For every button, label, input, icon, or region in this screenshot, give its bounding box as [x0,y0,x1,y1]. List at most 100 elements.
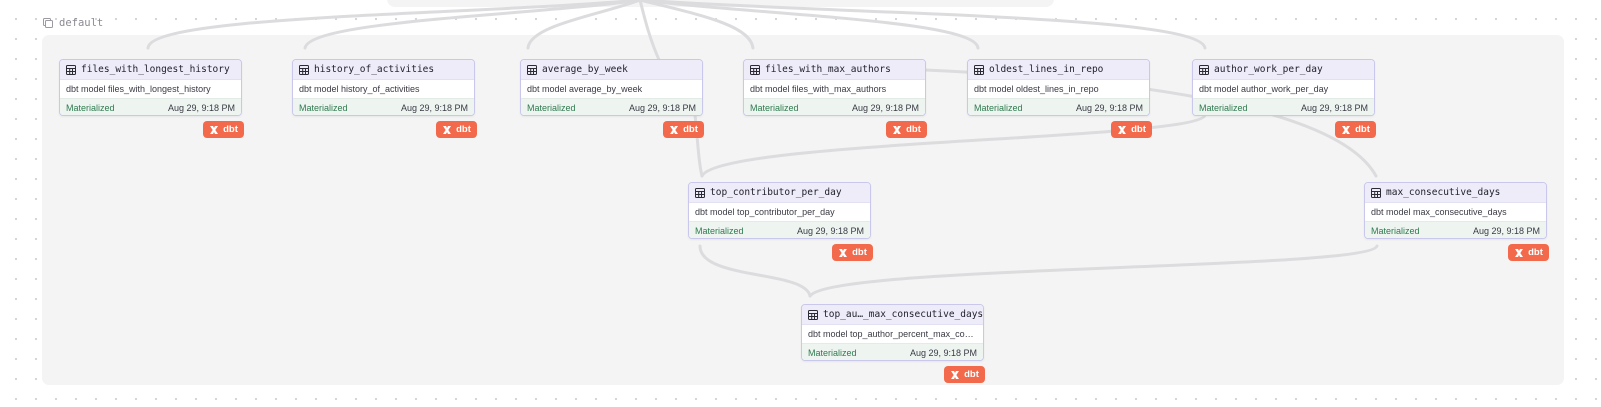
table-icon [808,309,818,320]
asset-node-description: dbt model average_by_week [527,84,643,94]
dbt-logo-icon [892,125,902,135]
asset-node-footer: Materialized Aug 29, 9:18 PM [1365,221,1546,238]
asset-node-description: dbt model files_with_max_authors [750,84,887,94]
dbt-kind-badge: dbt [832,244,873,261]
dbt-badge-label: dbt [1131,124,1146,135]
group-name: default [59,17,104,29]
materialization-status: Materialized [1199,103,1248,113]
asset-node-title: top_contributor_per_day [710,187,842,198]
asset-node-description: dbt model oldest_lines_in_repo [974,84,1099,94]
asset-node-title: history_of_activities [314,64,435,75]
dbt-badge-label: dbt [683,124,698,135]
table-icon [1371,187,1381,198]
dbt-kind-badge: dbt [1111,121,1152,138]
materialization-time: Aug 29, 9:18 PM [1300,103,1368,113]
dbt-logo-icon [1117,125,1127,135]
dbt-badge-label: dbt [1355,124,1370,135]
asset-node-footer: Materialized Aug 29, 9:18 PM [60,98,241,115]
group-label[interactable]: default [42,15,103,31]
dbt-badge-label: dbt [906,124,921,135]
asset-node-footer: Materialized Aug 29, 9:18 PM [293,98,474,115]
dbt-kind-badge: dbt [1508,244,1549,261]
dbt-kind-badge: dbt [436,121,477,138]
materialization-status: Materialized [1371,226,1420,236]
asset-node-footer: Materialized Aug 29, 9:18 PM [521,98,702,115]
dbt-logo-icon [950,370,960,380]
asset-node-description: dbt model top_contributor_per_day [695,207,835,217]
asset-node-description: dbt model history_of_activities [299,84,420,94]
asset-node-description: dbt model author_work_per_day [1199,84,1329,94]
asset-node-header: author_work_per_day [1193,60,1374,80]
materialization-status: Materialized [974,103,1023,113]
materialization-status: Materialized [750,103,799,113]
asset-node-description: dbt model max_consecutive_days [1371,207,1507,217]
dbt-kind-badge: dbt [886,121,927,138]
asset-node-footer: Materialized Aug 29, 9:18 PM [802,343,983,360]
table-icon [750,64,760,75]
materialization-time: Aug 29, 9:18 PM [1472,226,1540,236]
dbt-badge-label: dbt [223,124,238,135]
table-icon [1199,64,1209,75]
asset-node-title: max_consecutive_days [1386,187,1501,198]
asset-node-description: dbt model top_author_percent_max_co… [808,329,974,339]
materialization-status: Materialized [695,226,744,236]
asset-node-title: author_work_per_day [1214,64,1323,75]
materialization-time: Aug 29, 9:18 PM [796,226,864,236]
table-icon [695,187,705,198]
materialization-status: Materialized [66,103,115,113]
materialization-status: Materialized [299,103,348,113]
dbt-badge-label: dbt [964,369,979,380]
asset-node-footer: Materialized Aug 29, 9:18 PM [689,221,870,238]
dbt-badge-label: dbt [852,247,867,258]
table-icon [974,64,984,75]
asset-node-description: dbt model files_with_longest_history [66,84,211,94]
asset-node-header: average_by_week [521,60,702,80]
dbt-logo-icon [1341,125,1351,135]
dbt-badge-label: dbt [1528,247,1543,258]
asset-node-header: oldest_lines_in_repo [968,60,1149,80]
asset-node-title: top_au…_max_consecutive_days [823,309,983,320]
dbt-logo-icon [669,125,679,135]
dbt-kind-badge: dbt [203,121,244,138]
asset-node-title: oldest_lines_in_repo [989,64,1104,75]
materialization-time: Aug 29, 9:18 PM [851,103,919,113]
asset-node-title: files_with_longest_history [81,64,230,75]
dbt-kind-badge: dbt [944,366,985,383]
materialization-time: Aug 29, 9:18 PM [909,348,977,358]
materialization-time: Aug 29, 9:18 PM [167,103,235,113]
dbt-kind-badge: dbt [663,121,704,138]
materialization-status: Materialized [527,103,576,113]
table-icon [527,64,537,75]
asset-node-header: max_consecutive_days [1365,183,1546,203]
asset-node-header: files_with_max_authors [744,60,925,80]
materialization-status: Materialized [808,348,857,358]
folder-stack-icon [42,17,54,29]
materialization-time: Aug 29, 9:18 PM [400,103,468,113]
asset-node-header: top_contributor_per_day [689,183,870,203]
table-icon [66,64,76,75]
asset-node-header: history_of_activities [293,60,474,80]
asset-node-title: average_by_week [542,64,628,75]
materialization-time: Aug 29, 9:18 PM [628,103,696,113]
asset-node-header: files_with_longest_history [60,60,241,80]
dbt-logo-icon [442,125,452,135]
asset-node-footer: Materialized Aug 29, 9:18 PM [744,98,925,115]
dbt-logo-icon [1514,248,1524,258]
asset-node-title: files_with_max_authors [765,64,891,75]
asset-node-header: top_au…_max_consecutive_days [802,305,983,325]
dbt-kind-badge: dbt [1335,121,1376,138]
dbt-logo-icon [838,248,848,258]
dbt-badge-label: dbt [456,124,471,135]
asset-node-footer: Materialized Aug 29, 9:18 PM [1193,98,1374,115]
upstream-group-edge [387,0,1054,7]
